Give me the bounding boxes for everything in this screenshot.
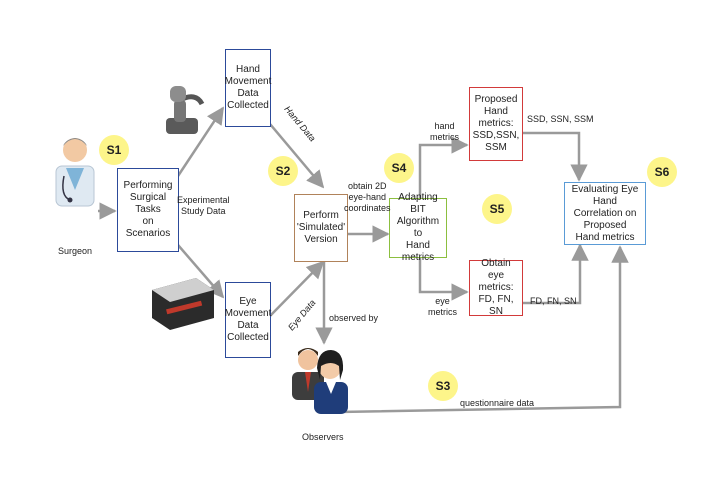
evaluating-correlation-box: Evaluating Eye Hand Correlation on Propo…	[564, 182, 646, 245]
step-s1-badge: S1	[99, 135, 129, 165]
step-s6-badge: S6	[647, 157, 677, 187]
ssd-ssn-ssm-label: SSD, SSN, SSM	[527, 114, 594, 124]
observers-label: Observers	[302, 432, 344, 442]
eye-movement-text: Eye Movement Data Collected	[224, 296, 272, 343]
obtain-2d-coordinates-label: obtain 2D eye-hand coordinates	[344, 181, 391, 213]
step-s4-badge: S4	[384, 153, 414, 183]
arrow-proposed-to-eval	[522, 131, 588, 182]
eye-tracker-icon	[152, 278, 214, 330]
arrow-bit-to-proposed	[418, 136, 469, 198]
questionnaire-data-label: questionnaire data	[460, 398, 535, 408]
adapting-bit-text: Adapting BIT Algorithm to Hand metrics	[396, 192, 440, 263]
observed-by-label: observed by	[329, 313, 379, 323]
surgeon-label: Surgeon	[58, 246, 93, 256]
step-s2-badge: S2	[268, 156, 298, 186]
arrow-tasks-to-eye	[177, 244, 225, 299]
arrow-eyemetrics-to-eval	[522, 243, 589, 305]
observers-icon	[292, 348, 348, 414]
arrow-observers-to-eval	[337, 245, 629, 414]
evaluating-correlation-text: Evaluating Eye Hand Correlation on Propo…	[571, 183, 639, 243]
experimental-study-data-label: Experimental Study Data	[177, 195, 230, 216]
eye-metrics-label: eye metrics	[428, 296, 457, 317]
adapting-bit-box: Adapting BIT Algorithm to Hand metrics	[389, 192, 447, 263]
step-s3-badge: S3	[428, 371, 458, 401]
proposed-hand-metrics-box: Proposed Hand metrics: SSD,SSN, SSM	[469, 87, 523, 161]
obtain-eye-metrics-box: Obtain eye metrics: FD, FN, SN	[469, 258, 523, 317]
hand-metrics-label: hand metrics	[430, 121, 459, 142]
arrow-eye-to-sim	[267, 260, 325, 319]
perform-simulated-text: Perform 'Simulated' Version	[296, 210, 346, 245]
fd-fn-sn-label: FD, FN, SN	[530, 296, 577, 306]
obtain-eye-metrics-text: Obtain eye metrics: FD, FN, SN	[478, 258, 514, 317]
arrow-tasks-to-hand	[176, 106, 225, 177]
surgeon-icon	[55, 138, 95, 207]
step-s5-badge: S5	[482, 194, 512, 224]
hand-movement-text: Hand Movement Data Collected	[224, 64, 272, 111]
perform-simulated-box: Perform 'Simulated' Version	[294, 194, 348, 262]
performing-surgical-tasks-text: Performing Surgical Tasks on Scenarios	[123, 180, 173, 239]
arrow-hand-to-sim	[269, 123, 325, 189]
hand-movement-box: Hand Movement Data Collected	[225, 49, 271, 127]
proposed-hand-metrics-text: Proposed Hand metrics: SSD,SSN, SSM	[472, 94, 520, 153]
arrow-bit-to-eyemetrics	[418, 257, 469, 301]
performing-surgical-tasks-box: Performing Surgical Tasks on Scenarios	[117, 168, 179, 252]
haptic-device-icon	[166, 86, 205, 134]
eye-movement-box: Eye Movement Data Collected	[225, 282, 271, 358]
